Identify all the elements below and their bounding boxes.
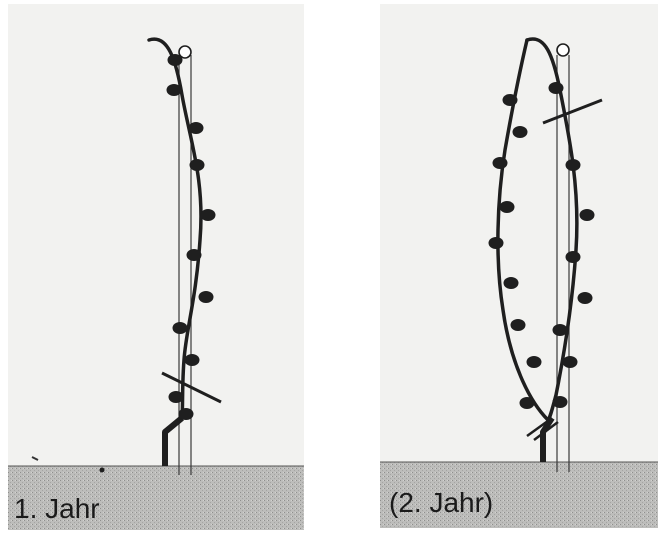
- bud: [187, 249, 202, 261]
- bud: [553, 396, 568, 408]
- bud: [179, 408, 194, 420]
- panel-2-label: (2. Jahr): [389, 487, 493, 518]
- bud: [578, 292, 593, 304]
- bud: [549, 82, 564, 94]
- bud: [168, 54, 183, 66]
- bud: [520, 397, 535, 409]
- bud: [500, 201, 515, 213]
- bud: [511, 319, 526, 331]
- bud: [185, 354, 200, 366]
- bud: [199, 291, 214, 303]
- bud: [580, 209, 595, 221]
- panel-1-label: 1. Jahr: [14, 493, 100, 524]
- bud: [563, 356, 578, 368]
- bud: [189, 122, 204, 134]
- panel-1-background: [8, 4, 304, 466]
- bud: [513, 126, 528, 138]
- bud: [504, 277, 519, 289]
- bud: [503, 94, 518, 106]
- panel-2-wire-top: [557, 44, 569, 56]
- bud: [527, 356, 542, 368]
- panel-year-1: 1. Jahr: [8, 4, 304, 530]
- bud: [169, 391, 184, 403]
- bud: [493, 157, 508, 169]
- bud: [201, 209, 216, 221]
- panel-year-2: (2. Jahr): [380, 4, 658, 528]
- bud: [566, 251, 581, 263]
- bud: [173, 322, 188, 334]
- panel-1-speck: [100, 468, 105, 473]
- bud: [489, 237, 504, 249]
- bud: [167, 84, 182, 96]
- bud: [566, 159, 581, 171]
- bud: [553, 324, 568, 336]
- bud: [190, 159, 205, 171]
